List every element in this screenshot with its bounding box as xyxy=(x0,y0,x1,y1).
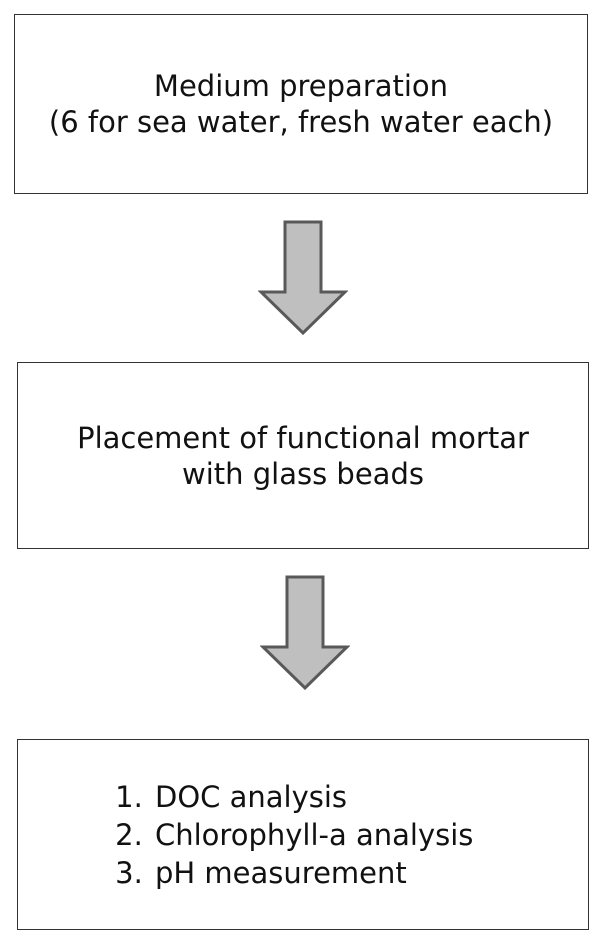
list-item-text: Chlorophyll-a analysis xyxy=(155,817,474,852)
list-item: 3. pH measurement xyxy=(103,854,473,892)
down-arrow-icon xyxy=(258,220,348,335)
down-arrow-icon xyxy=(260,575,350,690)
step-2-title: Placement of functional mortar xyxy=(77,420,529,455)
step-box-mortar-placement: Placement of functional mortar with glas… xyxy=(17,362,589,549)
step-box-medium-preparation: Medium preparation (6 for sea water, fre… xyxy=(14,14,588,194)
list-item: 1. DOC analysis xyxy=(103,778,473,816)
step-1-title: Medium preparation xyxy=(153,69,449,103)
list-item-text: DOC analysis xyxy=(155,779,348,814)
step-box-analysis-list: 1. DOC analysis 2. Chlorophyll-a analysi… xyxy=(17,739,589,930)
list-item-number: 2. xyxy=(115,817,143,852)
list-item: 2. Chlorophyll-a analysis xyxy=(103,816,473,854)
analysis-list: 1. DOC analysis 2. Chlorophyll-a analysi… xyxy=(18,778,473,892)
list-item-text: pH measurement xyxy=(155,855,407,890)
step-2-subtitle: with glass beads xyxy=(182,456,424,491)
step-1-subtitle: (6 for sea water, fresh water each) xyxy=(48,105,554,139)
list-item-number: 1. xyxy=(115,779,143,814)
list-item-number: 3. xyxy=(115,855,143,890)
